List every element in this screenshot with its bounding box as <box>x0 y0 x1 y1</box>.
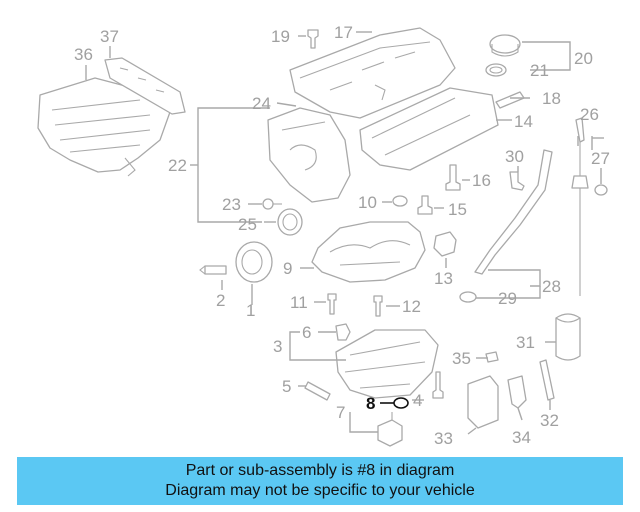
part-9-oil-pan-upper <box>311 221 426 283</box>
leader-lines <box>85 31 604 435</box>
callout-20: 20 <box>574 49 593 68</box>
part-34-bracket <box>507 375 527 409</box>
callout-labels: 1 2 3 4 5 6 7 8 9 10 11 12 13 14 15 16 1… <box>74 23 610 448</box>
part-7-sensor <box>377 412 403 447</box>
part-32-pipe <box>539 359 555 401</box>
callout-3: 3 <box>273 337 282 356</box>
callout-7: 7 <box>336 403 345 422</box>
callout-6: 6 <box>302 323 311 342</box>
part-21-seal <box>485 63 507 77</box>
part-1-crank-seal <box>235 241 273 283</box>
callout-34: 34 <box>512 428 531 447</box>
part-15-bolt <box>417 195 433 215</box>
callout-32: 32 <box>540 411 559 430</box>
part-28-dipstick-tube <box>474 149 553 275</box>
callout-31: 31 <box>516 333 535 352</box>
callout-25: 25 <box>238 215 257 234</box>
part-26-dipstick <box>571 117 589 296</box>
callout-18: 18 <box>542 89 561 108</box>
part-30-sensor <box>509 171 525 191</box>
callout-35: 35 <box>452 349 471 368</box>
part-12-bolt <box>373 295 383 317</box>
callout-17: 17 <box>334 23 353 42</box>
part-25-seal <box>277 208 303 236</box>
callout-37: 37 <box>100 27 119 46</box>
callout-28: 28 <box>542 277 561 296</box>
callout-29: 29 <box>498 289 517 308</box>
part-16-bolt <box>445 164 461 191</box>
part-23-bolt <box>262 198 282 210</box>
part-19-bolt <box>307 29 319 49</box>
callout-19: 19 <box>271 27 290 46</box>
banner-line-disclaimer: Diagram may not be specific to your vehi… <box>165 482 475 499</box>
part-5-drain-plug <box>304 381 331 401</box>
callout-30: 30 <box>505 147 524 166</box>
part-13-pickup <box>433 231 457 257</box>
part-35-bolt <box>485 351 499 363</box>
part-11-bolt <box>327 293 337 315</box>
part-8-seal <box>393 397 409 409</box>
part-37-manifold-gasket <box>104 57 186 115</box>
callout-13: 13 <box>434 269 453 288</box>
part-20-filler-cap <box>489 34 521 57</box>
callout-21: 21 <box>530 61 549 80</box>
callout-5: 5 <box>282 377 291 396</box>
callout-11: 11 <box>290 293 308 312</box>
callout-9: 9 <box>283 259 292 278</box>
part-14-oil-separator <box>359 87 499 171</box>
callout-1: 1 <box>246 301 255 320</box>
callout-4: 4 <box>413 391 422 410</box>
callout-14: 14 <box>514 112 533 131</box>
parts-diagram: 1 2 3 4 5 6 7 8 9 10 11 12 13 14 15 16 1… <box>37 23 610 448</box>
part-2-bolt <box>199 265 227 275</box>
callout-24: 24 <box>252 94 271 113</box>
part-29-o-ring <box>459 291 477 303</box>
part-6-oil-level-sensor <box>335 323 351 341</box>
part-3-oil-pan <box>335 329 439 399</box>
callout-26: 26 <box>580 105 599 124</box>
callout-22: 22 <box>168 156 187 175</box>
callout-15: 15 <box>448 200 467 219</box>
callout-23: 23 <box>222 195 241 214</box>
callout-8-highlighted: 8 <box>366 394 375 413</box>
callout-36: 36 <box>74 45 93 64</box>
banner-line-part-number: Part or sub-assembly is #8 in diagram <box>185 462 455 479</box>
callout-2: 2 <box>216 291 225 310</box>
part-33-oil-cooler <box>467 375 499 429</box>
callout-16: 16 <box>472 171 491 190</box>
part-17-valve-cover <box>289 27 456 119</box>
part-18-breather <box>495 91 525 109</box>
part-24-timing-cover <box>267 107 351 203</box>
callout-33: 33 <box>434 429 453 448</box>
part-27-ring <box>594 184 608 196</box>
info-banner: Part or sub-assembly is #8 in diagram Di… <box>17 457 623 505</box>
callout-27: 27 <box>591 149 610 168</box>
part-4-bolt <box>432 371 444 399</box>
part-10-washer <box>392 195 408 207</box>
part-31-oil-filter <box>555 313 581 361</box>
callout-12: 12 <box>402 297 421 316</box>
callout-10: 10 <box>358 193 377 212</box>
